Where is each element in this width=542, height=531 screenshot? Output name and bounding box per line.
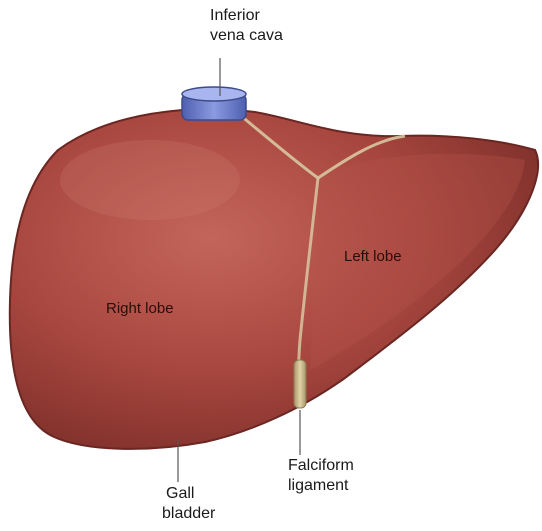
- gall-label-line2: bladder: [162, 504, 215, 524]
- falciform-label-line2: ligament: [288, 476, 354, 496]
- inferior-vena-cava: [182, 87, 246, 120]
- right-lobe-highlight: [60, 140, 240, 220]
- falciform-label: Falciform ligament: [288, 456, 354, 496]
- right-lobe-label: Right lobe: [106, 300, 174, 317]
- ivc-label-line1: Inferior: [210, 6, 283, 26]
- falciform-label-line1: Falciform: [288, 456, 354, 476]
- round-ligament: [294, 360, 306, 408]
- ivc-label: Inferior vena cava: [210, 6, 283, 46]
- left-lobe-label: Left lobe: [344, 248, 402, 265]
- left-lobe-shading: [310, 154, 525, 370]
- gall-label-line1: Gall: [162, 484, 215, 504]
- gall-bladder-label: Gall bladder: [162, 484, 215, 524]
- ivc-label-line2: vena cava: [210, 26, 283, 46]
